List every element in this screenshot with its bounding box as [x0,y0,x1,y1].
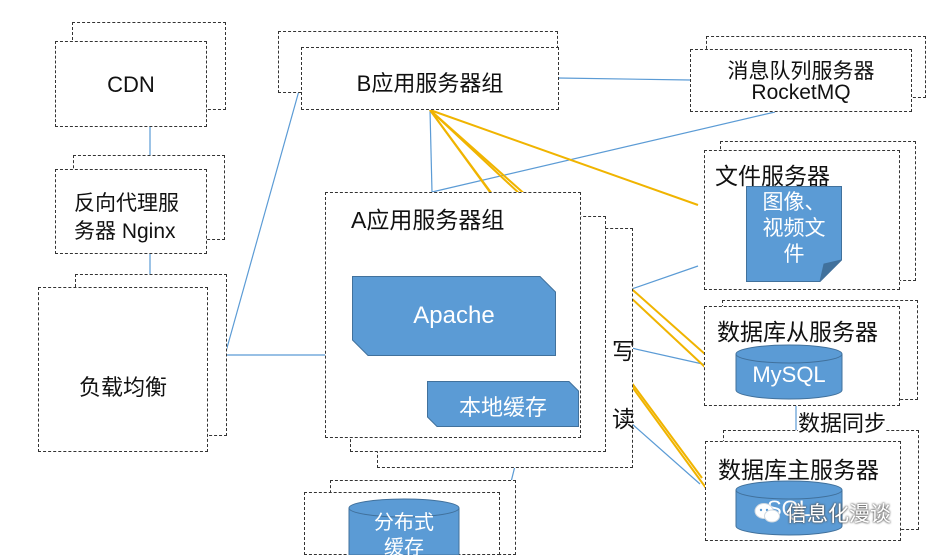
dist-cache-label-line1: 分布式 [374,512,434,534]
file-doc-label-line1: 图像、 [762,191,826,214]
db-slave-label: 数据库从服务器 [717,319,878,345]
load-balancer-box: 负载均衡 [38,287,208,452]
b-to-file-gold-line [429,109,699,206]
apache-shape [352,276,556,356]
local-cache-label: 本地缓存 [458,395,547,420]
read-label: 读 [612,406,635,432]
db-master-label: 数据库主服务器 [718,457,879,483]
file-doc-label-line2: 视频文 [762,217,826,240]
dist-cache-label-line2: 缓存 [384,537,424,559]
b-group-to-a-group-line [429,109,433,193]
chat-bubble-icon [754,502,780,524]
watermark: 信息化漫谈 [754,498,891,528]
load-balancer-label: 负载均衡 [78,375,167,400]
mq-label-line1: 消息队列服务器 [727,60,875,83]
sync-label: 数据同步 [798,406,887,438]
mysql-label: MySQL [752,362,826,387]
file-server-label: 文件服务器 [715,163,830,189]
file-doc-shape [746,186,842,282]
dist-cache-cylinder [348,498,460,555]
local-cache-shape [427,381,579,427]
write-label: 写 [612,338,635,364]
a-group-label: A应用服务器组 [351,207,505,233]
mq-box: 消息队列服务器 RocketMQ [690,49,912,112]
b-group-box: B应用服务器组 [301,47,559,110]
cdn-box: CDN [55,41,207,127]
nginx-label-line2: 务器 Nginx [74,220,176,243]
nginx-label-line1: 反向代理服 [74,192,179,215]
sql-cylinder [735,480,843,536]
mysql-cylinder [735,344,843,400]
apache-label: Apache [413,302,495,329]
file-doc-label-line3: 件 [783,243,805,266]
cdn-label: CDN [107,72,155,97]
watermark-text: 信息化漫谈 [786,503,891,526]
b-group-to-mq-line [557,77,691,81]
lb-to-b-group-line [224,79,303,356]
b-group-label: B应用服务器组 [356,71,504,96]
mq-label-line2: RocketMQ [751,81,851,104]
nginx-box: 反向代理服 务器 Nginx [55,169,207,254]
mq-to-a-group-line [431,111,776,193]
